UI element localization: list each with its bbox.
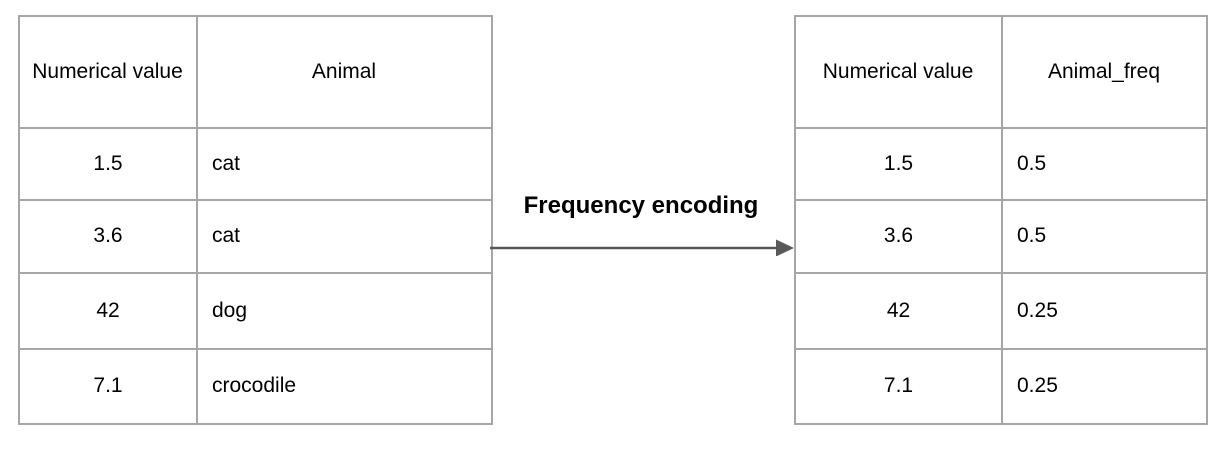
table-row: 1.5 0.5 <box>794 127 1208 201</box>
cell-animal-freq: 0.5 <box>1001 127 1208 201</box>
header-cell-animal: Animal <box>196 15 493 129</box>
cell-animal: cat <box>196 199 493 274</box>
table-row: 7.1 0.25 <box>794 348 1208 425</box>
cell-animal-freq: 0.25 <box>1001 272 1208 350</box>
table-row: 3.6 0.5 <box>794 199 1208 274</box>
table-row: 1.5 cat <box>18 127 493 201</box>
cell-animal: crocodile <box>196 348 493 425</box>
cell-numerical-value: 3.6 <box>18 199 198 274</box>
cell-numerical-value: 42 <box>794 272 1003 350</box>
cell-numerical-value: 42 <box>18 272 198 350</box>
table-row: 7.1 crocodile <box>18 348 493 425</box>
cell-numerical-value: 3.6 <box>794 199 1003 274</box>
header-cell-animal-freq: Animal_freq <box>1001 15 1208 129</box>
right-arrow-icon <box>490 239 794 256</box>
cell-numerical-value: 7.1 <box>18 348 198 425</box>
header-cell-numerical-value: Numerical value <box>794 15 1003 129</box>
cell-numerical-value: 1.5 <box>18 127 198 201</box>
cell-animal-freq: 0.5 <box>1001 199 1208 274</box>
table-row: 42 dog <box>18 272 493 350</box>
encoded-data-table: Numerical value Animal_freq 1.5 0.5 3.6 … <box>794 15 1208 425</box>
cell-numerical-value: 7.1 <box>794 348 1003 425</box>
cell-animal-freq: 0.25 <box>1001 348 1208 425</box>
header-cell-numerical-value: Numerical value <box>18 15 198 129</box>
table-header-row: Numerical value Animal <box>18 15 493 129</box>
cell-numerical-value: 1.5 <box>794 127 1003 201</box>
cell-animal: cat <box>196 127 493 201</box>
table-row: 3.6 cat <box>18 199 493 274</box>
table-row: 42 0.25 <box>794 272 1208 350</box>
transform-label: Frequency encoding <box>523 192 759 219</box>
cell-animal: dog <box>196 272 493 350</box>
original-data-table: Numerical value Animal 1.5 cat 3.6 cat 4… <box>18 15 493 425</box>
table-header-row: Numerical value Animal_freq <box>794 15 1208 129</box>
